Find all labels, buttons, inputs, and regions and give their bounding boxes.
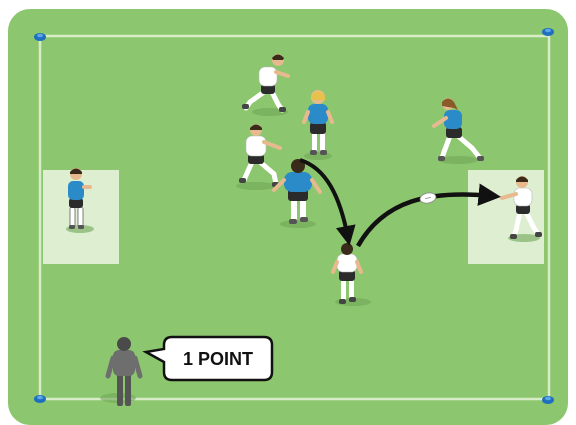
run-arrow-icon: [299, 158, 356, 246]
cone-icon: [34, 395, 46, 403]
cone-icon: [34, 33, 46, 41]
player-blue-center: [272, 159, 322, 228]
pitch: [8, 9, 568, 425]
player-white-right-zone: [500, 176, 542, 242]
cone-icon: [542, 28, 554, 36]
cone-icon: [542, 396, 554, 404]
pitch-boundary: [38, 34, 551, 401]
right-end-zone: [468, 170, 544, 264]
player-blue-left-zone: [66, 168, 94, 233]
points-callout: 1 POINT: [142, 335, 274, 382]
points-callout-text: 1 POINT: [183, 349, 253, 369]
player-white-top: [242, 54, 290, 116]
coach-figure: [100, 337, 143, 406]
pass-arrow-icon: [356, 183, 501, 248]
player-blue-top-right: [432, 98, 484, 164]
player-white-center: [331, 243, 371, 306]
rugby-ball-icon: [419, 192, 437, 204]
player-blue-top-center: [302, 90, 334, 160]
player-white-left: [236, 124, 282, 190]
